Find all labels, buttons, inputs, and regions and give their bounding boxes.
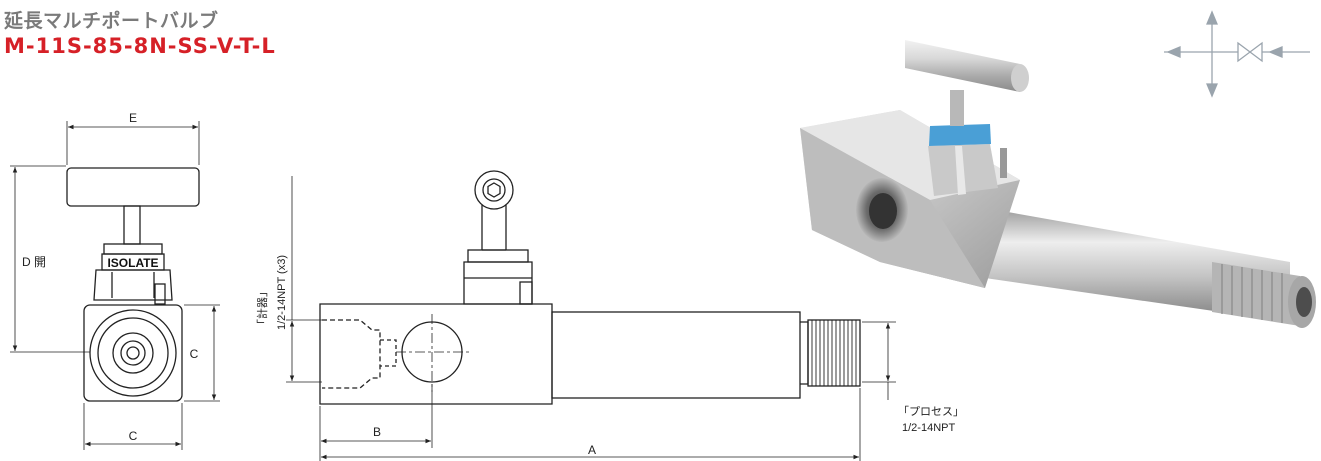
dimension-a-label: A <box>588 443 596 457</box>
valve-symbol <box>1164 10 1310 98</box>
front-view <box>10 121 220 450</box>
isolate-color-band <box>929 124 991 146</box>
process-port-note-line1: 「プロセス」 <box>898 405 964 418</box>
dimension-e-label: E <box>129 111 137 125</box>
dimension-c-bottom-label: C <box>129 429 138 443</box>
isolate-label: ISOLATE <box>107 256 158 270</box>
dimension-c-side-label: C <box>190 347 199 361</box>
dimension-d-label: D 開 <box>22 255 46 269</box>
instrument-port-note-line1: 「計器」 <box>255 286 269 330</box>
dimension-b-label: B <box>373 425 381 439</box>
instrument-port-note-line2: 1/2-14NPT (x3) <box>276 255 288 330</box>
process-port-note-line2: 1/2-14NPT <box>902 422 955 434</box>
product-photo <box>800 40 1316 328</box>
side-view <box>286 170 896 461</box>
product-title-jp: 延長マルチポートバルブ <box>4 10 219 32</box>
product-model-code: M-11S-85-8N-SS-V-T-L <box>4 34 276 58</box>
